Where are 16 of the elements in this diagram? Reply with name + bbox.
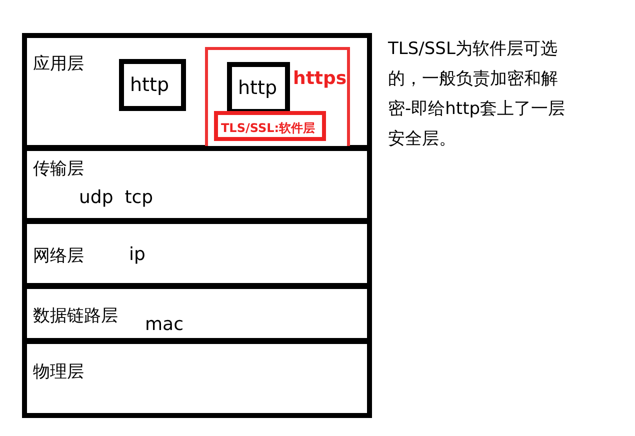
protocol-name: ip	[129, 244, 146, 265]
note-text: TLS/SSL为软件层可选的，一般负责加密和解密-即给http套上了一层安全层。	[388, 38, 566, 151]
layer-title: 传输层	[33, 158, 84, 180]
protocol-box	[119, 59, 186, 111]
protocol-name: mac	[145, 314, 184, 335]
layer-title: TLS/SSL:软件层	[221, 120, 316, 137]
layer-title: 应用层	[33, 53, 84, 75]
layer-title: 物理层	[33, 361, 84, 383]
layer-title: 数据链路层	[33, 305, 118, 327]
protocol-label: https	[293, 68, 347, 89]
protocol-box	[227, 62, 290, 114]
layer-box	[214, 111, 326, 141]
protocol-name: http	[238, 77, 278, 99]
layer-title: 网络层	[33, 245, 84, 267]
protocol-names: udp tcp	[79, 187, 154, 208]
protocol-name: http	[130, 74, 170, 96]
